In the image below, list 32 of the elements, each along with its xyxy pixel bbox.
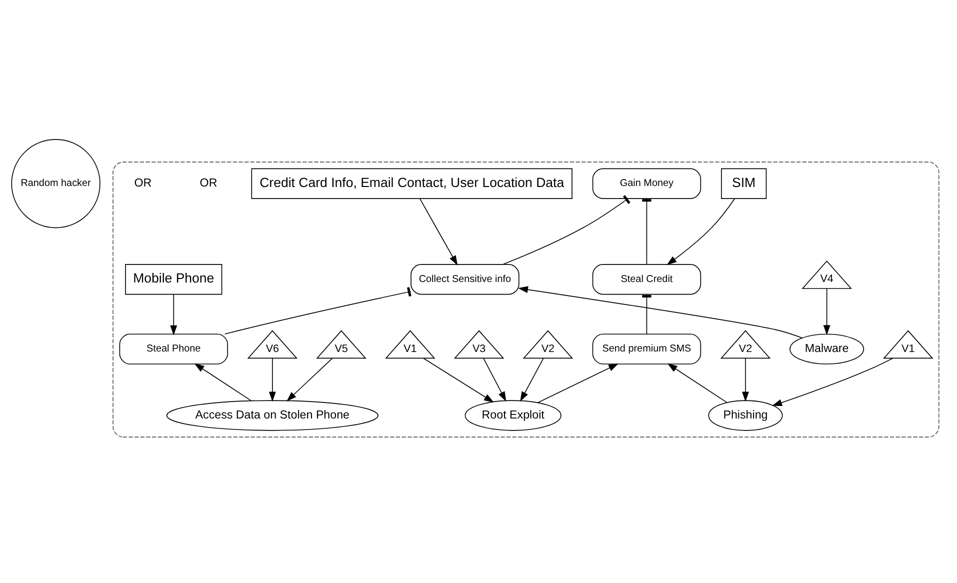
node-box: Gain Money: [592, 168, 702, 199]
label: OR: [200, 176, 218, 190]
node-ellipse: Malware: [790, 334, 864, 364]
node-box: SIM: [721, 168, 767, 199]
node-box: Steal Credit: [592, 264, 702, 295]
arrow: [286, 358, 333, 402]
arrow: [268, 358, 276, 402]
arrow: [423, 358, 494, 403]
label: OR: [134, 176, 152, 190]
node-box: Credit Card Info, Email Contact, User Location Data: [251, 168, 572, 199]
node-box: Steal Phone: [119, 334, 228, 364]
arrow: [194, 363, 252, 402]
arrow: [518, 286, 802, 338]
arrow: [823, 288, 830, 336]
arrow: [666, 198, 735, 266]
node-box: Mobile Phone: [125, 264, 222, 295]
arrow: [419, 198, 458, 266]
node-box: Send premium SMS: [592, 334, 702, 364]
arrow: [537, 364, 619, 404]
arrow: [520, 358, 544, 402]
node-circle: Random hacker: [11, 139, 100, 228]
cluster: [112, 162, 940, 438]
arrow: [742, 358, 749, 402]
node-box: Collect Sensitive info: [410, 264, 520, 295]
connector: [224, 287, 412, 334]
arrow: [483, 358, 506, 402]
node-ellipse: Root Exploit: [464, 400, 562, 431]
arrow: [772, 358, 894, 406]
connector: [502, 195, 630, 265]
arrow: [170, 294, 178, 336]
arrow: [667, 363, 728, 403]
node-ellipse: Access Data on Stolen Phone: [166, 400, 378, 431]
